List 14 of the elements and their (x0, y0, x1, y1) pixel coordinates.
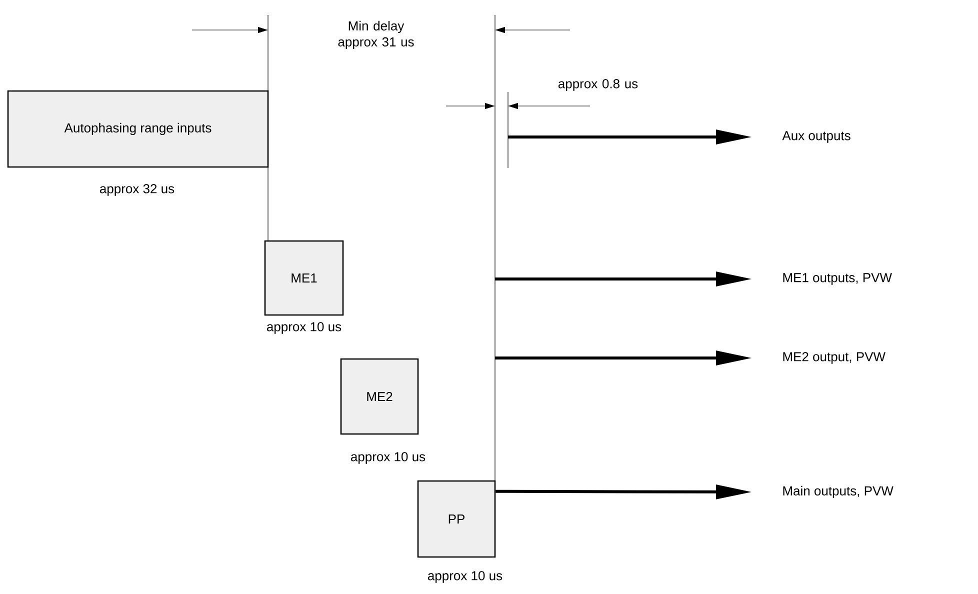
output-label: Aux outputs (782, 131, 850, 143)
output-label: Main outputs, PVW (783, 486, 894, 498)
process-box: ME2 (340, 358, 419, 435)
duration-label: approx 32 us (100, 184, 174, 196)
dimension-label: approx 0.8 us (558, 79, 638, 91)
output-label: ME1 outputs, PVW (783, 273, 892, 285)
process-box: PP (417, 480, 496, 558)
process-box: Autophasing range inputs (7, 90, 269, 168)
output-label: ME2 output, PVW (783, 352, 886, 364)
duration-label: approx 10 us (266, 322, 342, 334)
duration-label: approx 10 us (350, 452, 426, 464)
dimension-label: Min delay approx 31 us (338, 20, 414, 50)
process-box: ME1 (264, 240, 344, 316)
duration-label: approx 10 us (428, 571, 502, 583)
